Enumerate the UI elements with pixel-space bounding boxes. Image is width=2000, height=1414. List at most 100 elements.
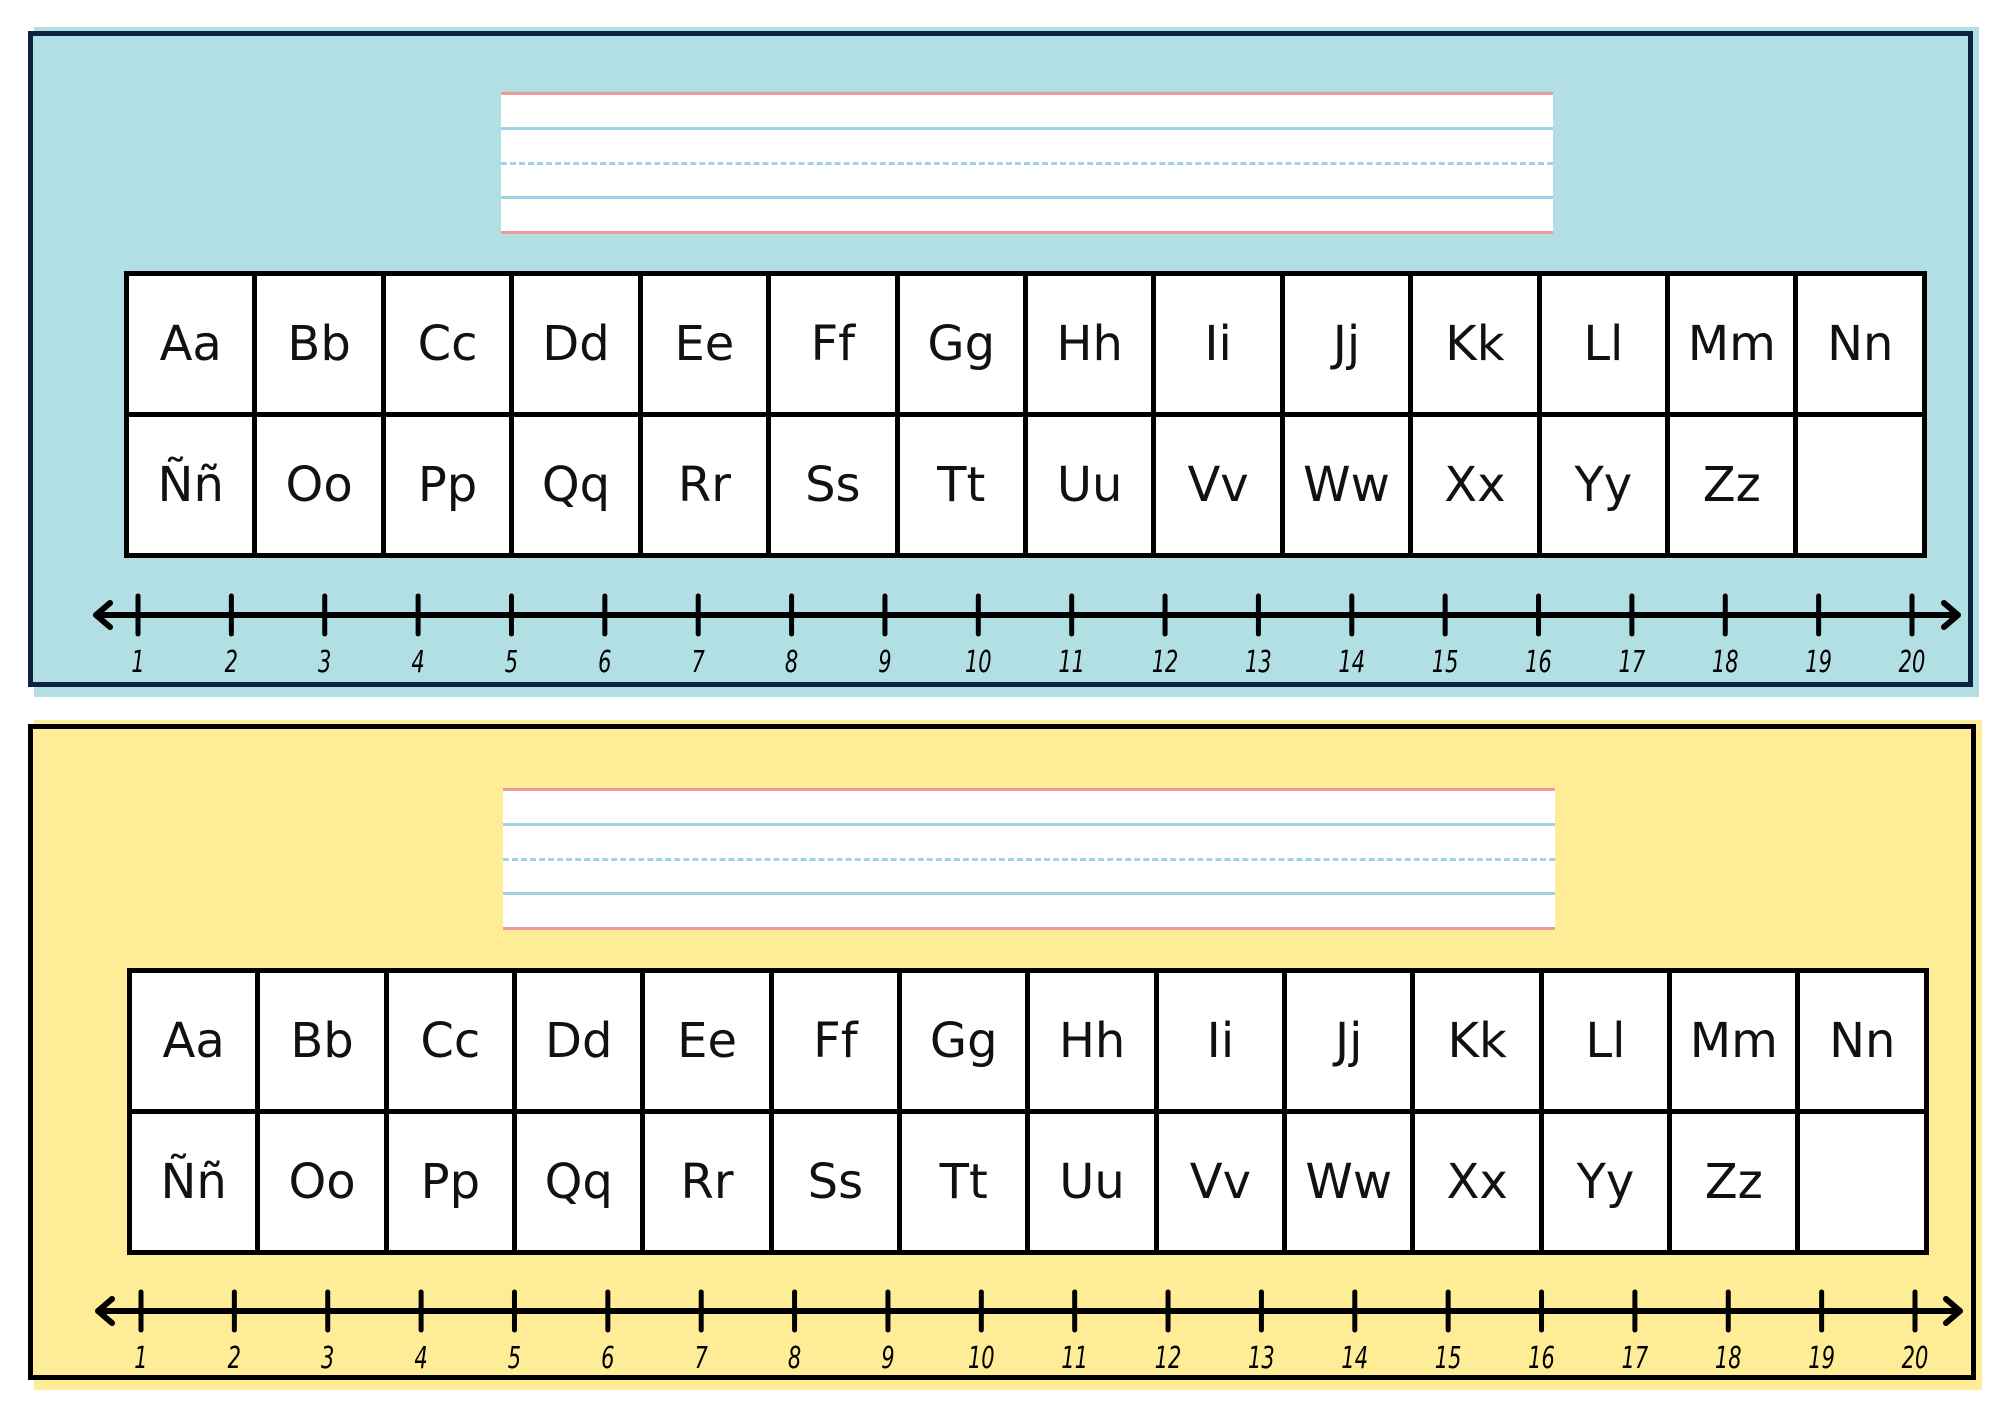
letter-cell-s: Ss: [766, 412, 900, 558]
letter-cell-e: Ee: [640, 968, 774, 1114]
letter-cell-i: Ii: [1151, 271, 1285, 417]
left-arrow-icon: [93, 600, 113, 630]
left-arrow-icon: [95, 1296, 115, 1326]
tick-label: 2: [225, 645, 238, 680]
letter-cell-c: Cc: [380, 271, 515, 417]
red-guide-line: [501, 231, 1553, 234]
tick-label: 1: [134, 1341, 147, 1376]
dashed-midline: [501, 161, 1553, 165]
letter-cell-l: Ll: [1538, 968, 1673, 1114]
letter-cell-y: Yy: [1536, 412, 1671, 558]
tick-label: 20: [1902, 1341, 1929, 1376]
letter-cell-z: Zz: [1667, 1109, 1801, 1255]
letter-cell-w: Ww: [1279, 412, 1414, 558]
letter-cell-t: Tt: [897, 1109, 1031, 1255]
red-guide-line: [503, 788, 1555, 791]
tick-label: 14: [1338, 645, 1365, 680]
tick-label: 9: [878, 645, 891, 680]
tick-label: 7: [692, 645, 706, 680]
letter-cell-u: Uu: [1025, 1109, 1159, 1255]
letter-cell-w: Ww: [1282, 1109, 1416, 1255]
letter-cell-a: Aa: [123, 271, 258, 417]
tick-label: 4: [414, 1341, 427, 1376]
letter-cell-b: Bb: [255, 968, 389, 1114]
letter-cell-k: Kk: [1408, 271, 1542, 417]
right-arrow-icon: [1941, 600, 1961, 630]
blue-guide-line: [501, 126, 1553, 130]
letter-cell-p: Pp: [383, 1109, 518, 1255]
tick-label: 15: [1432, 645, 1459, 680]
letter-cell-f: Ff: [768, 968, 903, 1114]
tick-label: 9: [881, 1341, 894, 1376]
red-guide-line: [501, 92, 1553, 95]
tick-label: 2: [228, 1341, 241, 1376]
tick-label: 6: [598, 645, 611, 680]
letter-cell-r: Rr: [637, 412, 772, 558]
tick-label: 11: [1058, 645, 1085, 680]
tick-label: 1: [131, 645, 144, 680]
letter-cell-b: Bb: [252, 271, 386, 417]
dashed-midline: [503, 857, 1555, 861]
tick-label: 16: [1525, 645, 1552, 680]
tick-label: 17: [1619, 645, 1646, 680]
letter-cell-a: Aa: [126, 968, 261, 1114]
letter-cell-h: Hh: [1022, 271, 1157, 417]
name-writing-lines[interactable]: [503, 788, 1555, 930]
letter-cell-y: Yy: [1538, 1109, 1673, 1255]
tick-label: 15: [1435, 1341, 1462, 1376]
tick-label: 20: [1899, 645, 1926, 680]
blue-guide-line: [501, 196, 1553, 200]
empty-cell: [1795, 1109, 1929, 1255]
letter-cell-k: Kk: [1410, 968, 1544, 1114]
tick-label: 19: [1805, 645, 1832, 680]
tick-label: 5: [508, 1341, 521, 1376]
letter-cell-o: Oo: [252, 412, 386, 558]
letter-cell-t: Tt: [894, 412, 1028, 558]
letter-cell-d: Dd: [509, 271, 643, 417]
tick-label: 10: [965, 645, 992, 680]
letter-cell-l: Ll: [1536, 271, 1671, 417]
tick-label: 13: [1248, 1341, 1275, 1376]
letter-cell-q: Qq: [509, 412, 643, 558]
empty-cell: [1793, 412, 1927, 558]
letter-cell-ñ: Ññ: [126, 1109, 261, 1255]
letter-cell-q: Qq: [512, 1109, 646, 1255]
letter-cell-u: Uu: [1022, 412, 1157, 558]
tick-label: 10: [968, 1341, 995, 1376]
tick-label: 13: [1245, 645, 1272, 680]
letter-cell-m: Mm: [1665, 271, 1799, 417]
letter-cell-e: Ee: [637, 271, 772, 417]
tick-label: 12: [1152, 645, 1179, 680]
letter-cell-o: Oo: [255, 1109, 389, 1255]
letter-cell-g: Gg: [894, 271, 1028, 417]
tick-label: 8: [785, 645, 798, 680]
letter-cell-v: Vv: [1153, 1109, 1288, 1255]
blue-guide-line: [503, 822, 1555, 826]
tick-label: 8: [788, 1341, 801, 1376]
letter-cell-z: Zz: [1665, 412, 1799, 558]
letter-cell-f: Ff: [766, 271, 900, 417]
tick-label: 5: [505, 645, 518, 680]
letter-cell-i: Ii: [1153, 968, 1288, 1114]
tick-label: 4: [411, 645, 424, 680]
letter-cell-g: Gg: [897, 968, 1031, 1114]
tick-label: 11: [1061, 1341, 1088, 1376]
letter-cell-m: Mm: [1667, 968, 1801, 1114]
tick-label: 3: [318, 645, 331, 680]
tick-label: 6: [601, 1341, 614, 1376]
tick-label: 18: [1712, 645, 1739, 680]
tick-label: 17: [1622, 1341, 1649, 1376]
name-writing-lines[interactable]: [501, 92, 1553, 234]
letter-cell-n: Nn: [1793, 271, 1927, 417]
tick-label: 19: [1808, 1341, 1835, 1376]
blue-guide-line: [503, 892, 1555, 896]
letter-cell-r: Rr: [640, 1109, 774, 1255]
letter-cell-x: Xx: [1410, 1109, 1544, 1255]
right-arrow-icon: [1943, 1296, 1963, 1326]
